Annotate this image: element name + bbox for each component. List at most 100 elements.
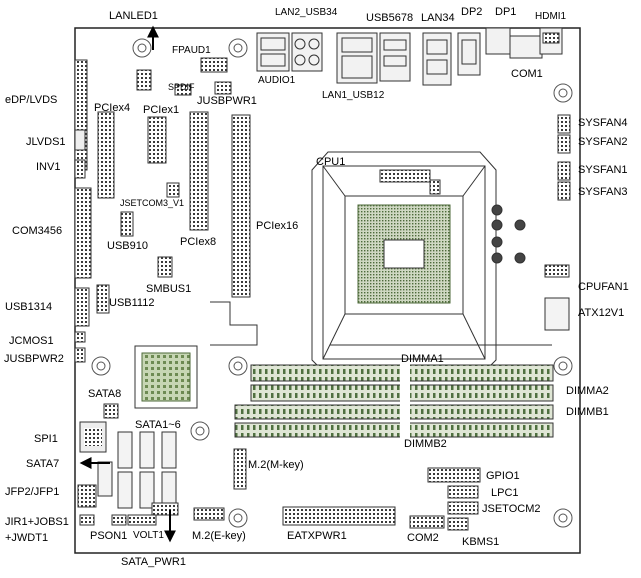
eatxpwr1-connector xyxy=(282,506,396,526)
label-jsetocm2: JSETOCM2 xyxy=(482,503,541,515)
gpio1-header xyxy=(427,467,481,483)
sysfan4-header xyxy=(557,114,571,134)
label-gpio1: GPIO1 xyxy=(486,470,520,482)
com2-header xyxy=(409,515,445,529)
jcmos1-header xyxy=(74,331,86,343)
m2-mkey-slot xyxy=(233,448,247,490)
label-edp-lvds: eDP/LVDS xyxy=(5,94,58,106)
lanled1-header xyxy=(136,69,152,91)
label-pciex1: PCIex1 xyxy=(143,104,180,116)
label-usb1314: USB1314 xyxy=(5,301,53,313)
label-usb910: USB910 xyxy=(107,240,148,252)
jir1-header xyxy=(79,514,95,526)
fpaud1-header xyxy=(200,57,228,73)
label-sysfan2: SYSFAN2 xyxy=(578,136,628,148)
label-dp2: DP2 xyxy=(461,6,483,18)
label-dp1: DP1 xyxy=(495,6,517,18)
label-lan1-usb12: LAN1_USB12 xyxy=(322,90,385,101)
label-sysfan4: SYSFAN4 xyxy=(578,117,628,129)
label-hdmi1: HDMI1 xyxy=(535,11,567,22)
sata-pwr1-header xyxy=(151,502,179,516)
pciex8-slot xyxy=(189,111,209,231)
volt1-header xyxy=(127,514,157,526)
pson1-header xyxy=(111,514,127,526)
cpufan1-header xyxy=(544,264,570,278)
label-lan2-usb34: LAN2_USB34 xyxy=(275,7,338,18)
label-usb5678: USB5678 xyxy=(366,12,414,24)
label-volt1: VOLT1 xyxy=(133,530,164,541)
dp2-port xyxy=(457,32,481,76)
usb1112-header xyxy=(96,284,110,314)
label-dimmb2: DIMMB2 xyxy=(404,438,447,450)
spdif-header xyxy=(174,84,192,96)
label-lanled1: LANLED1 xyxy=(109,10,158,22)
jusbpwr2-header xyxy=(74,347,86,363)
label-com1: COM1 xyxy=(511,68,543,80)
label-inv1: INV1 xyxy=(36,161,61,173)
audio-jack xyxy=(291,32,323,72)
label-dimmb1: DIMMB1 xyxy=(566,406,609,418)
kbms1-header xyxy=(447,517,469,531)
lan1-usb12-port xyxy=(336,32,378,84)
label-spdif: SPDIF xyxy=(168,82,195,92)
com3456-header xyxy=(74,187,92,279)
label-jcmos1: JCMOS1 xyxy=(9,335,54,347)
label-spi1: SPI1 xyxy=(34,433,58,445)
label-dimma1: DIMMA1 xyxy=(401,353,444,365)
usb910-header xyxy=(120,211,134,237)
label-com2: COM2 xyxy=(407,532,439,544)
label-sata-pwr1: SATA_PWR1 xyxy=(121,556,186,568)
label-sysfan1: SYSFAN1 xyxy=(578,164,628,176)
label-sata1-6: SATA1~6 xyxy=(135,419,181,431)
label-jfp2-jfp1: JFP2/JFP1 xyxy=(5,486,60,498)
label-usb1112: USB1112 xyxy=(109,297,155,309)
label-jlvds1: JLVDS1 xyxy=(26,136,66,148)
edp-lvds-connector xyxy=(74,59,88,171)
com1-port xyxy=(509,35,543,59)
label-sata7: SATA7 xyxy=(26,458,60,470)
label-jsetcom3-v1: JSETCOM3_V1 xyxy=(120,198,185,208)
label-cpufan1: CPUFAN1 xyxy=(578,281,629,293)
jsetocm2-header xyxy=(447,501,479,515)
mounting-holes xyxy=(91,38,573,528)
label-audio1: AUDIO1 xyxy=(258,75,296,86)
jusbpwr1-header xyxy=(214,81,232,95)
label-eatxpwr1: EATXPWR1 xyxy=(287,530,347,542)
rear-io xyxy=(256,27,563,86)
label-pciex8: PCIex8 xyxy=(180,236,217,248)
jfp-header xyxy=(77,484,97,508)
label-lpc1: LPC1 xyxy=(491,487,519,499)
label-lan34: LAN34 xyxy=(421,12,455,24)
label-m2-mkey: M.2(M-key) xyxy=(248,459,304,471)
pciex1-slot xyxy=(147,116,167,164)
label-kbms1: KBMS1 xyxy=(462,536,500,548)
smbus1-header xyxy=(157,256,173,278)
label-pson1: PSON1 xyxy=(90,530,128,542)
label-smbus1: SMBUS1 xyxy=(146,283,192,295)
dp1-port xyxy=(485,27,511,55)
m2-ekey-slot xyxy=(193,507,225,521)
lpc1-header xyxy=(447,485,479,499)
sysfan1-header xyxy=(557,161,571,181)
sata8-connector xyxy=(103,403,119,419)
inv1-header xyxy=(74,159,86,179)
pciex16-slot xyxy=(231,114,251,298)
jsetcom3-header xyxy=(166,182,180,198)
label-jwdt1: +JWDT1 xyxy=(5,532,49,544)
dimm-slots xyxy=(234,344,554,440)
label-jir1-jobs1: JIR1+JOBS1 xyxy=(5,516,69,528)
label-sysfan3: SYSFAN3 xyxy=(578,186,628,198)
label-sata8: SATA8 xyxy=(88,388,122,400)
usb5678-port xyxy=(379,32,411,82)
callout-arrows xyxy=(79,25,176,543)
chipset-outline xyxy=(210,301,258,346)
label-m2-ekey: M.2(E-key) xyxy=(192,530,246,542)
label-jusbpwr1: JUSBPWR1 xyxy=(197,95,257,107)
sysfan2-header xyxy=(557,134,571,154)
sysfan3-header xyxy=(557,181,571,201)
label-jusbpwr2: JUSBPWR2 xyxy=(4,353,64,365)
label-atx12v1: ATX12V1 xyxy=(578,307,625,319)
dimmb1-slot xyxy=(234,404,554,420)
sata-connectors xyxy=(97,431,177,509)
